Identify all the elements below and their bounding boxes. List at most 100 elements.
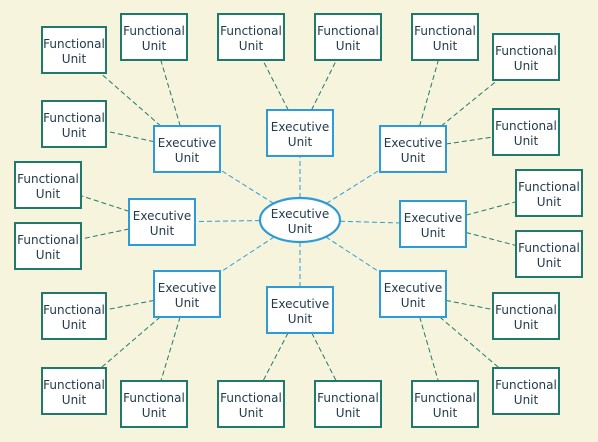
center-label-line2: Unit (288, 222, 313, 236)
functional-unit-lower-left-1-label-line1: Functional (43, 303, 105, 317)
functional-unit-lower-left-2-box (41, 367, 107, 415)
executive-unit-upper-left-label-line1: Executive (158, 136, 216, 150)
link-executive-unit-top-functional-2 (311, 59, 337, 111)
link-executive-unit-upper-right-functional-2 (440, 79, 499, 127)
executive-unit-lower-right-label-line1: Executive (384, 281, 442, 295)
functional-unit-upper-left-1-box (41, 26, 107, 74)
functional-unit-upper-left-3-label-line2: Unit (62, 126, 87, 140)
functional-unit-bottom-1-label-line1: Functional (220, 391, 282, 405)
link-executive-unit-lower-right-functional-1 (419, 316, 439, 382)
center-ellipse (258, 196, 342, 244)
functional-unit-top-2-label-line2: Unit (336, 39, 361, 53)
link-executive-unit-right-functional-1 (465, 201, 517, 216)
functional-unit-lower-left-3-box (120, 380, 188, 428)
functional-unit-bottom-2-box (314, 380, 382, 428)
functional-unit-left-1-label-line2: Unit (36, 187, 61, 201)
link-executive-unit-upper-left-functional-3 (105, 130, 155, 143)
functional-unit-right-2-label-line2: Unit (537, 256, 562, 270)
functional-unit-lower-left-3-label-line1: Functional (123, 391, 185, 405)
link-executive-unit-lower-left-functional-3 (160, 316, 181, 382)
functional-unit-upper-right-3-box (492, 108, 560, 156)
link-executive-unit-upper-right-functional-3 (445, 136, 494, 145)
functional-unit-lower-right-2-label-line1: Functional (495, 303, 557, 317)
executive-unit-lower-right-box (379, 270, 447, 318)
functional-unit-top-1-label-line1: Functional (220, 24, 282, 38)
functional-unit-lower-right-2-box (492, 292, 560, 340)
functional-unit-lower-right-1-label-line1: Functional (414, 391, 476, 405)
executive-unit-top-box (266, 109, 334, 157)
link-center-to-executive-unit-lower-right (325, 236, 381, 273)
executive-unit-bottom-label-line1: Executive (271, 297, 329, 311)
functional-unit-left-1-box (14, 161, 82, 209)
executive-unit-bottom-label-line2: Unit (288, 312, 313, 326)
functional-unit-upper-right-2-box (492, 33, 560, 81)
executive-unit-left-label-line1: Executive (133, 209, 191, 223)
functional-unit-right-1-label-line2: Unit (537, 195, 562, 209)
link-center-to-executive-unit-lower-left (219, 236, 275, 273)
functional-unit-lower-right-1-label-line2: Unit (433, 406, 458, 420)
functional-unit-lower-left-1-label-line2: Unit (62, 318, 87, 332)
functional-unit-lower-right-3-label-line2: Unit (514, 393, 539, 407)
executive-unit-upper-right-label-line2: Unit (401, 151, 426, 165)
executive-unit-lower-left-label-line1: Executive (158, 281, 216, 295)
functional-unit-bottom-1-label-line2: Unit (239, 406, 264, 420)
functional-unit-left-2-label-line2: Unit (36, 248, 61, 262)
functional-unit-upper-left-3-box (41, 100, 107, 148)
executive-unit-top-label-line2: Unit (288, 135, 313, 149)
executive-unit-bottom-box (266, 286, 334, 334)
executive-unit-left-label-line2: Unit (150, 224, 175, 238)
functional-unit-right-1-box (515, 169, 583, 217)
link-executive-unit-bottom-functional-2 (311, 332, 337, 382)
link-center-to-executive-unit-left (194, 220, 261, 223)
functional-unit-upper-left-2-label-line1: Functional (123, 24, 185, 38)
functional-unit-right-2-box (515, 230, 583, 278)
functional-unit-upper-left-2-label-line2: Unit (142, 39, 167, 53)
executive-unit-upper-right-label-line1: Executive (384, 136, 442, 150)
executive-unit-top-label-line1: Executive (271, 120, 329, 134)
link-executive-unit-upper-left-functional-1 (99, 72, 162, 127)
executive-unit-lower-right-label-line2: Unit (401, 296, 426, 310)
functional-unit-lower-left-1-box (41, 292, 107, 340)
functional-unit-top-2-label-line1: Functional (317, 24, 379, 38)
functional-unit-upper-right-3-label-line1: Functional (495, 119, 557, 133)
link-executive-unit-lower-right-functional-2 (445, 299, 494, 311)
executive-unit-lower-left-label-line2: Unit (175, 296, 200, 310)
functional-unit-lower-left-2-label-line2: Unit (62, 393, 87, 407)
link-center-to-executive-unit-upper-right (326, 169, 381, 204)
functional-unit-bottom-2-label-line2: Unit (336, 406, 361, 420)
